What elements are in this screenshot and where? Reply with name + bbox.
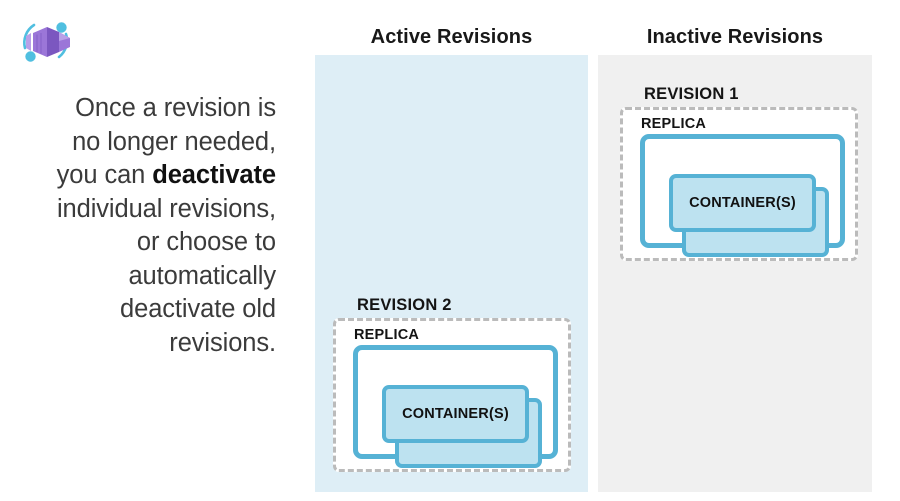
revision-2-boundary: REPLICA CONTAINER(S) [333, 318, 571, 472]
caption-line-7: deactivate old [120, 295, 276, 323]
caption-emphasis-deactivate: deactivate [152, 161, 276, 189]
revision-2-container-label: CONTAINER(S) [402, 406, 509, 422]
caption-text: Once a revision is no longer needed, you… [8, 92, 276, 360]
revision-2-replica-frame: CONTAINER(S) [353, 345, 558, 468]
caption-line-5: or choose to [136, 228, 276, 256]
caption-line-2: no longer needed, [72, 127, 276, 156]
revision-2-replica-label: REPLICA [354, 327, 420, 343]
revision-2-container-card-front: CONTAINER(S) [382, 385, 529, 443]
inactive-revisions-heading: Inactive Revisions [646, 26, 824, 48]
caption-line-6: automatically [128, 261, 276, 290]
revision-2-label: REVISION 2 [357, 296, 452, 314]
caption-line-3-prefix: you can [56, 161, 153, 189]
azure-container-apps-logo-icon [14, 12, 78, 72]
explanation-column: Once a revision is no longer needed, you… [0, 0, 300, 501]
revision-1-container-label: CONTAINER(S) [689, 195, 796, 211]
caption-line-1: Once a revision is [75, 94, 276, 122]
revision-1-replica-frame: CONTAINER(S) [640, 134, 845, 257]
revision-1-container-card-front: CONTAINER(S) [669, 174, 816, 232]
active-revisions-heading: Active Revisions [370, 26, 533, 48]
revision-1-replica-label: REPLICA [641, 116, 707, 132]
caption-line-4: individual revisions, [56, 194, 276, 223]
revision-1-label: REVISION 1 [644, 85, 739, 103]
revision-1-boundary: REPLICA CONTAINER(S) [620, 107, 858, 261]
caption-line-8: revisions. [169, 328, 276, 357]
